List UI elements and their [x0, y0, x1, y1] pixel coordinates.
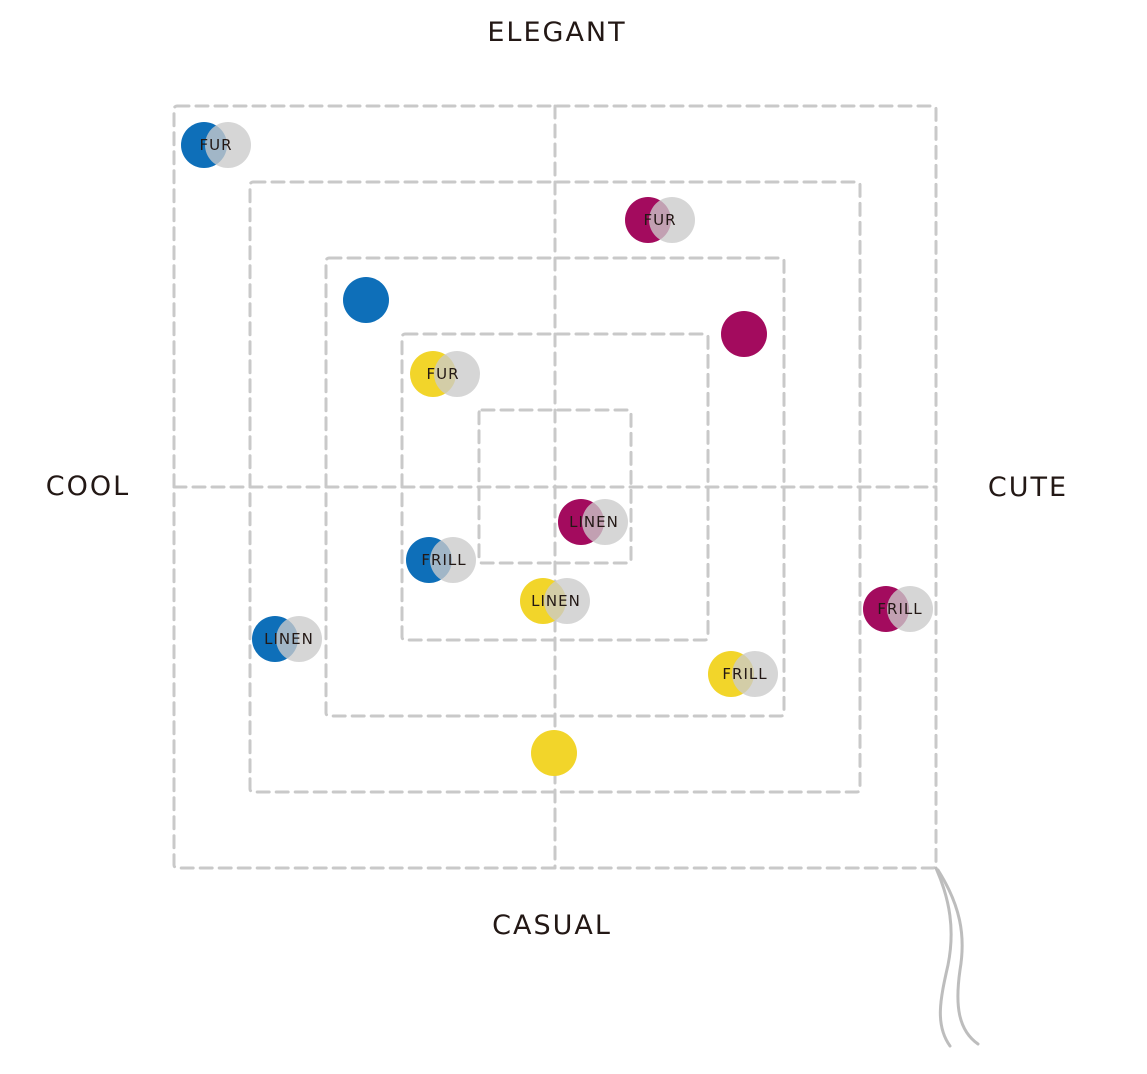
axis-label-left: COOL — [46, 471, 130, 502]
marker-label: FRILL — [421, 551, 466, 569]
axis-label-top: ELEGANT — [487, 17, 626, 48]
marker-label: LINEN — [531, 592, 581, 610]
marker-yellow-solid — [531, 730, 577, 776]
axis-label-right: CUTE — [988, 472, 1068, 503]
marker-label: LINEN — [264, 630, 314, 648]
marker-overlay — [434, 351, 480, 397]
marker-fill — [721, 311, 767, 357]
marker-blue-fur: FUR — [181, 122, 251, 168]
marker-overlay — [732, 651, 778, 697]
marker-magenta-fur: FUR — [625, 197, 695, 243]
axis-label-bottom: CASUAL — [492, 910, 612, 941]
marker-blue-linen: LINEN — [252, 616, 322, 662]
marker-yellow-frill: FRILL — [708, 651, 778, 697]
marker-magenta-frill: FRILL — [863, 586, 933, 632]
marker-magenta-linen: LINEN — [558, 499, 628, 545]
marker-overlay — [649, 197, 695, 243]
marker-overlay — [430, 537, 476, 583]
marker-label: FUR — [426, 365, 459, 383]
marker-overlay — [582, 499, 628, 545]
marker-blue-solid — [343, 277, 389, 323]
marker-overlay — [887, 586, 933, 632]
marker-overlay — [276, 616, 322, 662]
marker-label: FRILL — [877, 600, 922, 618]
marker-yellow-fur: FUR — [410, 351, 480, 397]
marker-label: FUR — [643, 211, 676, 229]
marker-fill — [531, 730, 577, 776]
marker-blue-frill: FRILL — [406, 537, 476, 583]
marker-label: LINEN — [569, 513, 619, 531]
thread-decoration — [934, 866, 980, 1048]
marker-label: FUR — [199, 136, 232, 154]
marker-label: FRILL — [722, 665, 767, 683]
markers-layer: FUR FUR FUR LINEN FRILL — [181, 122, 933, 776]
marker-overlay — [544, 578, 590, 624]
marker-magenta-solid — [721, 311, 767, 357]
marker-fill — [343, 277, 389, 323]
marker-yellow-linen: LINEN — [520, 578, 590, 624]
marker-overlay — [205, 122, 251, 168]
